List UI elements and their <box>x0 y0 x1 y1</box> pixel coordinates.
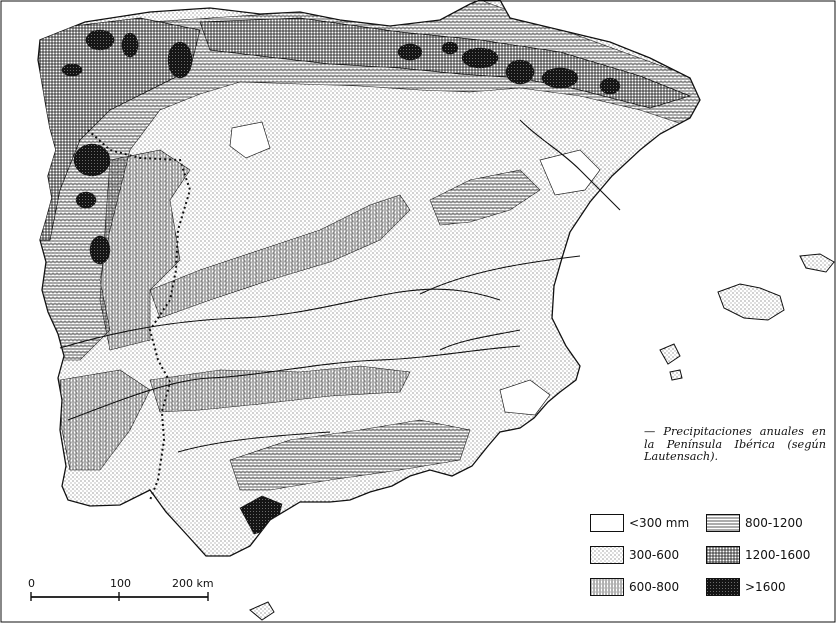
legend-swatch-dark <box>706 578 740 596</box>
formentera <box>669 369 683 381</box>
scale-bar-line <box>30 592 209 601</box>
zone-southeast-dry <box>499 379 551 416</box>
legend-item-gt1600: >1600 <box>706 577 786 597</box>
legend-swatch-dots <box>590 546 624 564</box>
legend-item-600-800: 600-800 <box>590 577 679 597</box>
legend-swatch-horizontal <box>706 514 740 532</box>
legend-swatch-vertical <box>590 578 624 596</box>
legend-label: 300-600 <box>629 548 680 562</box>
legend-item-1200-1600: 1200-1600 <box>706 545 810 565</box>
legend-label: 600-800 <box>629 580 680 594</box>
rivers <box>59 119 621 453</box>
balearic-islands <box>659 253 835 381</box>
menorca <box>799 253 835 273</box>
zone-meseta-dry <box>229 121 271 159</box>
zone-south-portugal <box>59 369 151 471</box>
zone-central-system <box>149 194 411 319</box>
legend-label: 1200-1600 <box>745 548 811 562</box>
heavy-rain-spots <box>61 29 621 265</box>
gibraltar-coast <box>249 601 275 621</box>
zone-iberian-range <box>429 169 541 226</box>
legend-swatch-blank <box>590 514 624 532</box>
legend-label: <300 mm <box>629 516 690 530</box>
mallorca <box>717 283 785 321</box>
portugal-border <box>87 129 192 501</box>
zone-ebro-dry <box>539 149 601 196</box>
map-caption: — Precipitaciones anuales en la Penínsul… <box>644 425 826 464</box>
legend-item-800-1200: 800-1200 <box>706 513 803 533</box>
legend-item-300-600: 300-600 <box>590 545 679 565</box>
map-legend: <300 mm 300-600 600-800 800-1200 1200-16… <box>582 505 832 605</box>
legend-swatch-grid <box>706 546 740 564</box>
scale-bar: 0 100 200 km <box>28 577 228 607</box>
zone-betic <box>229 419 471 491</box>
scale-tick-0: 0 <box>28 577 35 590</box>
scale-tick-100: 100 <box>110 577 131 590</box>
scale-tick-200: 200 km <box>172 577 214 590</box>
iberian-peninsula-outline <box>37 0 701 557</box>
legend-item-lt300: <300 mm <box>590 513 689 533</box>
legend-label: >1600 <box>745 580 786 594</box>
ibiza <box>659 343 681 365</box>
legend-label: 800-1200 <box>745 516 803 530</box>
